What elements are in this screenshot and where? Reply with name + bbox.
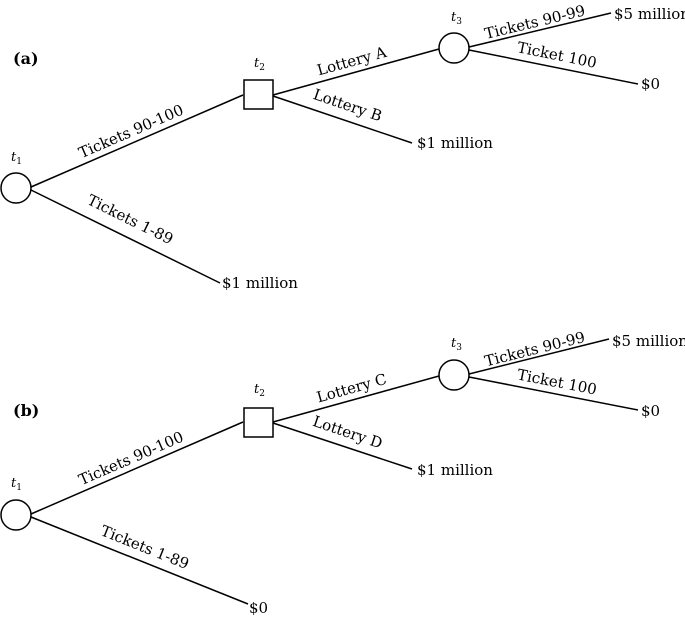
chance-node-b-t1 — [0, 499, 32, 531]
edge-label-a-ticket-100: Ticket 100 — [516, 38, 599, 72]
node-label-b-t1: t1 — [11, 476, 22, 493]
node-label-a-t1: t1 — [11, 150, 22, 167]
panel-b: (b) t1 t2 t3 Tickets 90-100 Tickets 1-89… — [0, 328, 685, 617]
chance-node-a-t1 — [0, 172, 32, 204]
edge-a-lottery-top — [272, 48, 440, 96]
edge-label-a-tickets-90-100: Tickets 90-100 — [76, 101, 186, 162]
panel-a-label: (a) — [13, 49, 39, 68]
outcome-b-lottery-1-million: $1 million — [417, 461, 493, 479]
node-label-a-t2: t2 — [254, 56, 265, 73]
edge-label-a-lottery-bottom: Lottery B — [311, 85, 384, 125]
outcome-a-tickets-1-89: $1 million — [222, 274, 298, 292]
edge-a-tickets-1-89 — [30, 189, 221, 284]
chance-node-b-t3 — [438, 359, 470, 391]
decision-node-b-t2 — [243, 407, 274, 438]
edge-a-tickets-90-99 — [468, 12, 612, 48]
edge-a-lottery-bottom — [272, 95, 413, 144]
outcome-b-zero: $0 — [641, 402, 660, 420]
edge-a-ticket-100 — [468, 49, 639, 85]
outcome-a-5-million: $5 million — [614, 5, 685, 23]
edge-b-lottery-bottom — [272, 422, 413, 470]
edge-b-lottery-top — [272, 375, 440, 423]
outcome-b-5-million: $5 million — [612, 332, 685, 350]
node-label-b-t2: t2 — [254, 382, 265, 399]
edge-b-ticket-100 — [468, 376, 639, 411]
outcome-a-zero: $0 — [641, 75, 660, 93]
node-label-b-t3: t3 — [451, 336, 462, 353]
edge-b-tickets-90-99 — [468, 338, 610, 375]
edge-b-tickets-1-89 — [30, 516, 249, 605]
outcome-b-tickets-1-89: $0 — [249, 599, 268, 617]
panel-b-label: (b) — [13, 401, 39, 420]
node-label-a-t3: t3 — [451, 10, 462, 27]
edge-b-tickets-90-100 — [30, 421, 244, 515]
edge-a-tickets-90-100 — [30, 94, 244, 188]
edge-label-b-tickets-90-100: Tickets 90-100 — [76, 428, 186, 489]
edge-label-b-tickets-1-89: Tickets 1-89 — [98, 522, 191, 573]
edge-label-b-lottery-bottom: Lottery D — [310, 412, 384, 452]
edge-label-b-tickets-90-99: Tickets 90-99 — [483, 328, 587, 370]
edge-label-a-tickets-90-99: Tickets 90-99 — [483, 1, 587, 43]
chance-node-a-t3 — [438, 32, 470, 64]
decision-node-a-t2 — [243, 79, 274, 110]
panel-a: (a) t1 t2 t3 Tickets 90-100 Tickets 1-89… — [0, 1, 685, 292]
outcome-a-lottery-1-million: $1 million — [417, 134, 493, 152]
